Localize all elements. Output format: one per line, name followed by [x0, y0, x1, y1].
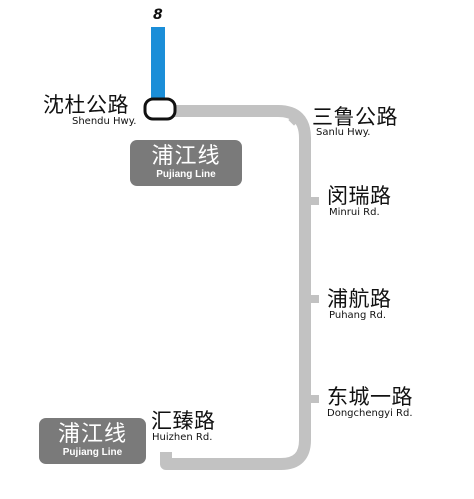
station-name-zh[interactable]: 浦航路 [327, 287, 392, 311]
line-name-en: Pujiang Line [62, 447, 123, 458]
station-name-zh[interactable]: 沈杜公路 [43, 93, 129, 117]
line-name-zh: 浦江线 [57, 421, 127, 446]
interchange-station-marker [143, 97, 177, 121]
line-name-en: Pujiang Line [156, 169, 216, 180]
line-8-number: 8 [153, 7, 163, 23]
station-name-en: Sanlu Hwy. [316, 127, 371, 138]
station-name-zh[interactable]: 闵瑞路 [327, 184, 392, 208]
station-name-zh[interactable]: 三鲁公路 [312, 105, 398, 129]
station-tick-dongchengyi [310, 395, 319, 403]
station-name-en: Shendu Hwy. [72, 116, 137, 127]
line-8-segment [151, 27, 165, 101]
station-name-en: Huizhen Rd. [152, 432, 213, 443]
station-name-en: Puhang Rd. [329, 310, 386, 321]
station-name-zh[interactable]: 东城一路 [327, 385, 413, 409]
station-name-en: Minrui Rd. [329, 207, 380, 218]
station-tick-minrui [310, 197, 319, 205]
pujiang-line-track [160, 105, 311, 470]
station-name-zh[interactable]: 汇臻路 [151, 409, 216, 433]
line-name-zh: 浦江线 [151, 143, 221, 168]
pujiang-line-badge: 浦江线 Pujiang Line [130, 140, 242, 186]
station-name-en: Dongchengyi Rd. [327, 408, 413, 419]
station-tick-puhang [310, 295, 319, 303]
pujiang-line-badge: 浦江线 Pujiang Line [39, 418, 146, 464]
